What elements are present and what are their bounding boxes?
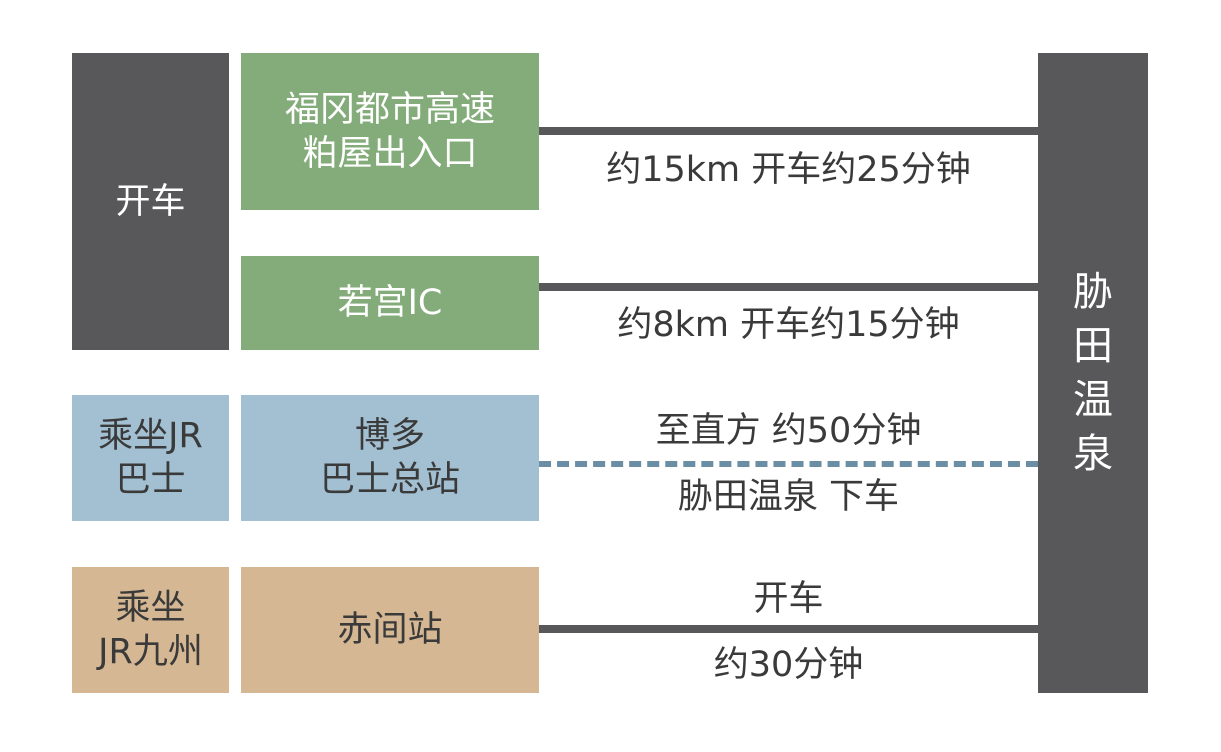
route-line-wakamiya bbox=[539, 283, 1038, 291]
akama-station-label: 赤间站 bbox=[337, 610, 443, 650]
drive-box: 开车 bbox=[72, 53, 229, 350]
route-wakamiya-text: 约8km 开车约15分钟 bbox=[617, 305, 960, 345]
hakata-bus-box: 博多 巴士总站 bbox=[241, 395, 539, 521]
destination-box: 胁田温泉 bbox=[1038, 53, 1148, 693]
destination-label: 胁田温泉 bbox=[1073, 269, 1113, 477]
route-fukuoka-text: 约15km 开车约25分钟 bbox=[606, 150, 971, 190]
wakamiya-ic-label: 若宫IC bbox=[337, 283, 443, 323]
route-line-akama bbox=[539, 625, 1038, 633]
akama-station-box: 赤间站 bbox=[241, 567, 539, 693]
jr-bus-box: 乘坐JR 巴士 bbox=[72, 395, 229, 521]
fukuoka-exit-label: 福冈都市高速 粕屋出入口 bbox=[284, 89, 495, 174]
jr-bus-label: 乘坐JR 巴士 bbox=[98, 416, 203, 500]
route-bus-above: 至直方 约50分钟 bbox=[655, 411, 922, 451]
hakata-bus-label: 博多 巴士总站 bbox=[319, 416, 460, 500]
drive-label: 开车 bbox=[115, 181, 186, 222]
route-bus-below: 胁田温泉 下车 bbox=[677, 477, 900, 517]
jr-kyushu-box: 乘坐 JR九州 bbox=[72, 567, 229, 693]
route-line-bus bbox=[539, 461, 1038, 467]
route-akama-above: 开车 bbox=[753, 579, 824, 619]
fukuoka-exit-box: 福冈都市高速 粕屋出入口 bbox=[241, 53, 539, 210]
route-akama-below: 约30分钟 bbox=[713, 645, 864, 685]
wakamiya-ic-box: 若宫IC bbox=[241, 256, 539, 350]
jr-kyushu-label: 乘坐 JR九州 bbox=[98, 588, 203, 672]
route-line-fukuoka bbox=[539, 127, 1038, 135]
